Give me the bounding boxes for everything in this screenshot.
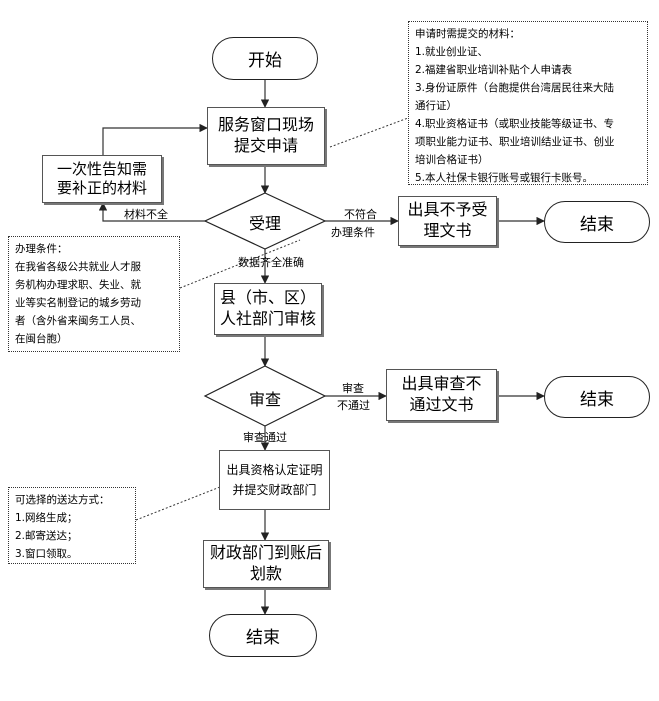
callout-conditions (179, 239, 301, 289)
certify-box: 出具资格认定证明 并提交财政部门 (219, 450, 330, 510)
callout-materials (329, 117, 409, 148)
materials-item: 2.福建省职业培训补贴个人申请表 (415, 64, 573, 76)
edge-label-review-fail-1: 审查 (342, 382, 364, 395)
reject-document-box: 出具不予受 理文书 (398, 196, 497, 246)
materials-title: 申请时需提交的材料： (415, 28, 520, 40)
submit-line-2: 提交申请 (233, 136, 298, 155)
end-3-label: 结束 (246, 628, 280, 648)
supplement-line-1: 一次性告知需 (56, 159, 147, 178)
finance-line-2: 划款 (249, 564, 282, 583)
certify-line-2: 并提交财政部门 (232, 483, 317, 497)
callout-delivery (135, 486, 221, 521)
end-node-2: 结束 (544, 376, 650, 418)
accept-label: 受理 (248, 214, 281, 233)
delivery-item: 2.邮寄送达； (15, 530, 78, 542)
materials-item: 5.本人社保卡银行账号或银行卡账号。 (415, 172, 594, 184)
edge-label-not-meet-1: 不符合 (344, 208, 377, 221)
delivery-note: 可选择的送达方式： 1.网络生成； 2.邮寄送达； 3.窗口领取。 (8, 487, 136, 564)
materials-item: 4.职业资格证书（或职业技能等级证书、专 (415, 118, 615, 130)
edge-label-not-meet-2: 办理条件 (331, 226, 375, 239)
accept-diamond (203, 192, 327, 250)
review-label: 审查 (248, 390, 281, 409)
materials-item: 通行证） (415, 100, 457, 112)
delivery-item: 3.窗口领取。 (15, 548, 78, 560)
start-node: 开始 (212, 37, 318, 80)
materials-item: 培训合格证书） (415, 154, 489, 166)
materials-item: 3.身份证原件（台胞提供台湾居民往来大陆 (415, 82, 615, 94)
end-2-label: 结束 (580, 389, 614, 410)
fail-line-1: 出具审查不 (401, 374, 482, 394)
arrow-supplement-submit (102, 123, 208, 155)
certify-line-1: 出具资格认定证明 (226, 463, 323, 477)
finance-line-1: 财政部门到账后 (209, 543, 322, 563)
materials-note: 申请时需提交的材料： 1.就业创业证、 2.福建省职业培训补贴个人申请表 3.身… (408, 21, 648, 185)
materials-item: 1.就业创业证、 (415, 46, 489, 58)
start-label: 开始 (248, 51, 282, 71)
edge-label-complete: 数据齐全准确 (238, 256, 304, 269)
fail-line-2: 通过文书 (409, 395, 474, 414)
delivery-item: 1.网络生成； (15, 512, 78, 524)
conditions-item: 业等实名制登记的城乡劳动 (15, 297, 141, 309)
end-node-1: 结束 (544, 201, 650, 243)
conditions-item: 者（含外省来闽务工人员、 (15, 315, 141, 327)
conditions-item: 务机构办理求职、失业、就 (15, 279, 141, 291)
conditions-title: 办理条件： (15, 243, 68, 255)
conditions-item: 在我省各级公共就业人才服 (15, 261, 141, 273)
reject-line-2: 理文书 (423, 221, 472, 240)
county-line-2: 人社部门审核 (219, 309, 316, 328)
supplement-materials-box: 一次性告知需 要补正的材料 (42, 155, 162, 203)
submit-line-1: 服务窗口现场 (217, 115, 314, 135)
arrow-accept-supplement (98, 202, 207, 222)
conditions-note: 办理条件： 在我省各级公共就业人才服 务机构办理求职、失业、就 业等实名制登记的… (8, 236, 180, 352)
end-1-label: 结束 (580, 214, 614, 235)
review-diamond (203, 365, 327, 427)
submit-application-box: 服务窗口现场 提交申请 (207, 107, 325, 165)
review-fail-document-box: 出具审查不 通过文书 (386, 369, 497, 421)
conditions-item: 在闽台胞） (15, 333, 68, 345)
county-review-box: 县（市、区） 人社部门审核 (214, 283, 322, 335)
edge-label-review-pass: 审查通过 (243, 431, 287, 444)
materials-item: 项职业能力证书、职业培训结业证书、创业 (415, 136, 615, 148)
edge-label-incomplete: 材料不全 (124, 208, 168, 221)
edge-label-review-fail-2: 不通过 (337, 399, 370, 412)
supplement-line-2: 要补正的材料 (56, 179, 147, 197)
finance-transfer-box: 财政部门到账后 划款 (203, 540, 329, 588)
delivery-title: 可选择的送达方式： (15, 494, 110, 506)
reject-line-1: 出具不予受 (407, 200, 488, 220)
end-node-3: 结束 (209, 614, 317, 657)
county-line-1: 县（市、区） (219, 288, 316, 308)
